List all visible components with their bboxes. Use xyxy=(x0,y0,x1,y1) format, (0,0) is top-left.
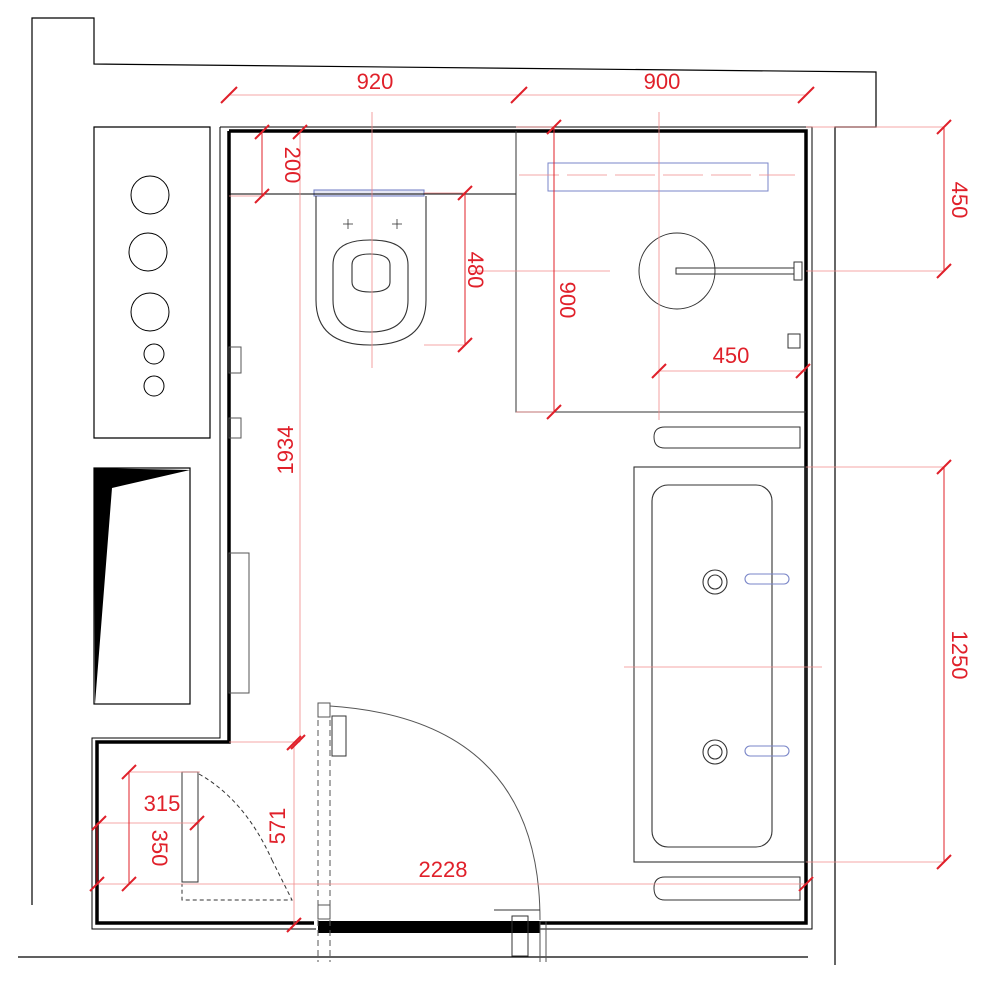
dim-vanity-length: 1250 xyxy=(947,631,972,680)
dim-door-offset: 571 xyxy=(265,808,290,845)
dimension-ticks xyxy=(89,86,952,933)
dimension-lines xyxy=(96,127,945,884)
dim-top-right-width: 900 xyxy=(644,69,681,94)
dim-left-height: 1934 xyxy=(273,426,298,475)
dim-top-left-width: 920 xyxy=(357,69,394,94)
door-swing-icon xyxy=(317,702,541,957)
dim-total-width: 2228 xyxy=(419,857,468,882)
dim-toilet-depth: 480 xyxy=(463,252,488,289)
adjacent-cabinet xyxy=(93,467,191,705)
dim-shower-depth: 900 xyxy=(555,282,580,319)
door-jambs xyxy=(317,710,547,962)
shower-bar xyxy=(547,162,769,192)
wall-fittings xyxy=(228,346,250,694)
shower-drain-icon xyxy=(638,232,716,310)
burner-icon xyxy=(128,232,168,272)
bathroom-walls xyxy=(91,126,813,933)
burner-icon xyxy=(143,343,165,365)
adjacent-cooktop xyxy=(93,126,211,439)
dim-niche-depth: 315 xyxy=(144,791,181,816)
burner-icon xyxy=(130,175,170,215)
toilet-icon xyxy=(313,189,427,346)
dim-shower-offset: 450 xyxy=(947,182,972,219)
burner-icon xyxy=(143,375,165,397)
dimension-labels: 920 900 200 480 900 450 450 1934 1250 31… xyxy=(144,69,972,882)
cabinet-door-shading xyxy=(94,468,190,704)
dim-niche-width: 350 xyxy=(147,830,172,867)
dim-shower-inner-width: 450 xyxy=(713,343,750,368)
burner-icon xyxy=(130,292,170,332)
shower-valve xyxy=(675,267,795,275)
dim-wall-offset: 200 xyxy=(280,147,305,184)
dimension-guides xyxy=(97,94,945,925)
door-threshold xyxy=(318,921,540,933)
towel-radiator-icon xyxy=(653,426,801,901)
double-sink-icon xyxy=(633,466,807,863)
